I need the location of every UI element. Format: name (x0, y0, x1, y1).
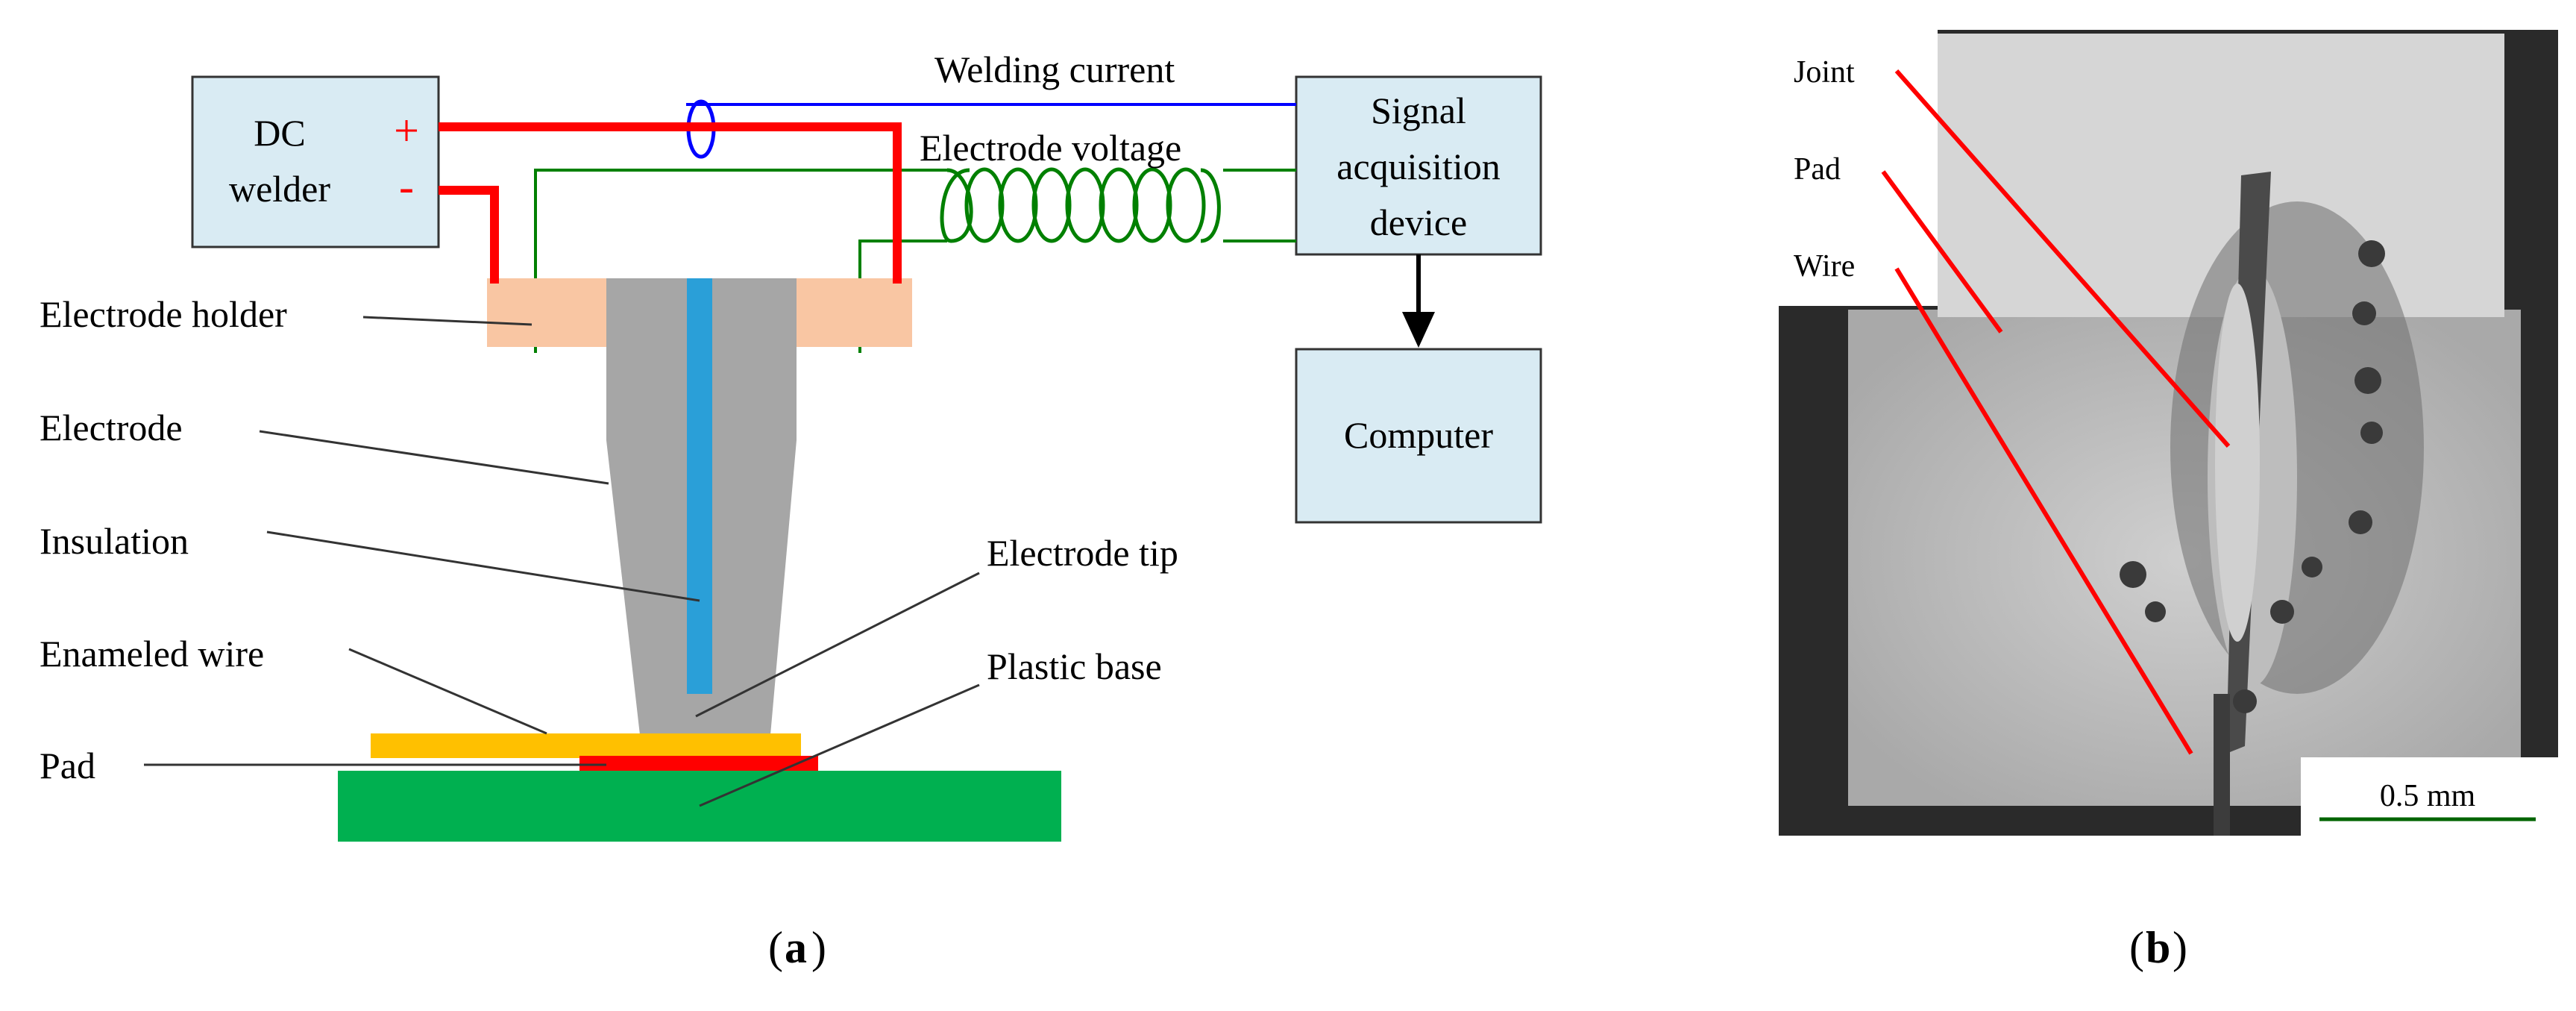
electrode-voltage-label: Electrode voltage (920, 127, 1181, 169)
label-pad-b: Pad (1794, 152, 1841, 187)
plastic-base (338, 771, 1061, 842)
joint-light (2215, 284, 2260, 642)
label-enameled-wire: Enameled wire (40, 633, 264, 674)
label-electrode: Electrode (40, 407, 183, 448)
welding-current-label: Welding current (934, 48, 1175, 90)
signal-acquisition-box (1295, 75, 1542, 256)
leader-electrode-holder (362, 316, 533, 326)
top-left-white (1779, 30, 1938, 306)
enameled-wire (371, 733, 801, 758)
wire-stem (2214, 694, 2230, 836)
joint-nodules (2120, 240, 2385, 713)
scale-bar-label: 0.5 mm (2380, 779, 2476, 813)
signal-label-line1: Signal (1371, 90, 1466, 131)
signal-to-computer-arrowhead (1402, 312, 1435, 348)
dc-welder-box (191, 75, 440, 248)
minus-terminal: - (399, 162, 414, 211)
leader-plastic-base (699, 683, 980, 807)
panel-b: 0.5 mm Joint Pad Wire ( b ) (1779, 30, 2558, 972)
leader-insulation (266, 530, 700, 602)
label-electrode-holder: Electrode holder (40, 293, 287, 335)
label-joint: Joint (1794, 55, 1855, 90)
dc-welder-label-line2: welder (229, 168, 330, 210)
leader-joint (1894, 69, 2231, 448)
caption-b-open: ( (2129, 923, 2144, 972)
label-pad: Pad (40, 745, 95, 786)
panel-a: DC welder + - Signal acquisition device … (40, 48, 1542, 972)
computer-box (1295, 348, 1542, 524)
label-electrode-tip: Electrode tip (987, 532, 1178, 574)
caption-b-letter: b (2146, 923, 2170, 972)
signal-label-line2: acquisition (1336, 145, 1500, 187)
label-plastic-base: Plastic base (987, 645, 1162, 687)
signal-label-line3: device (1370, 201, 1467, 243)
caption-b-close: ) (2173, 923, 2187, 972)
positive-power-line (439, 122, 902, 284)
insulation-core (687, 278, 712, 694)
caption-a-open: ( (768, 923, 783, 972)
leader-enameled-wire (348, 648, 547, 735)
plus-terminal: + (394, 106, 419, 155)
dc-welder-label-line1: DC (254, 112, 305, 154)
label-insulation: Insulation (40, 520, 189, 562)
leader-electrode (259, 430, 609, 485)
leader-wire (1894, 267, 2193, 755)
leader-electrode-tip (695, 572, 980, 718)
scale-bar-box (2301, 757, 2558, 836)
leader-pad-b (1881, 170, 2003, 334)
caption-a-letter: a (785, 923, 807, 972)
computer-label: Computer (1344, 414, 1493, 456)
negative-power-line (439, 186, 499, 284)
twisted-pair-coils (940, 167, 1221, 243)
caption-a-close: ) (811, 923, 826, 972)
label-wire: Wire (1794, 249, 1855, 284)
pad (579, 756, 818, 771)
